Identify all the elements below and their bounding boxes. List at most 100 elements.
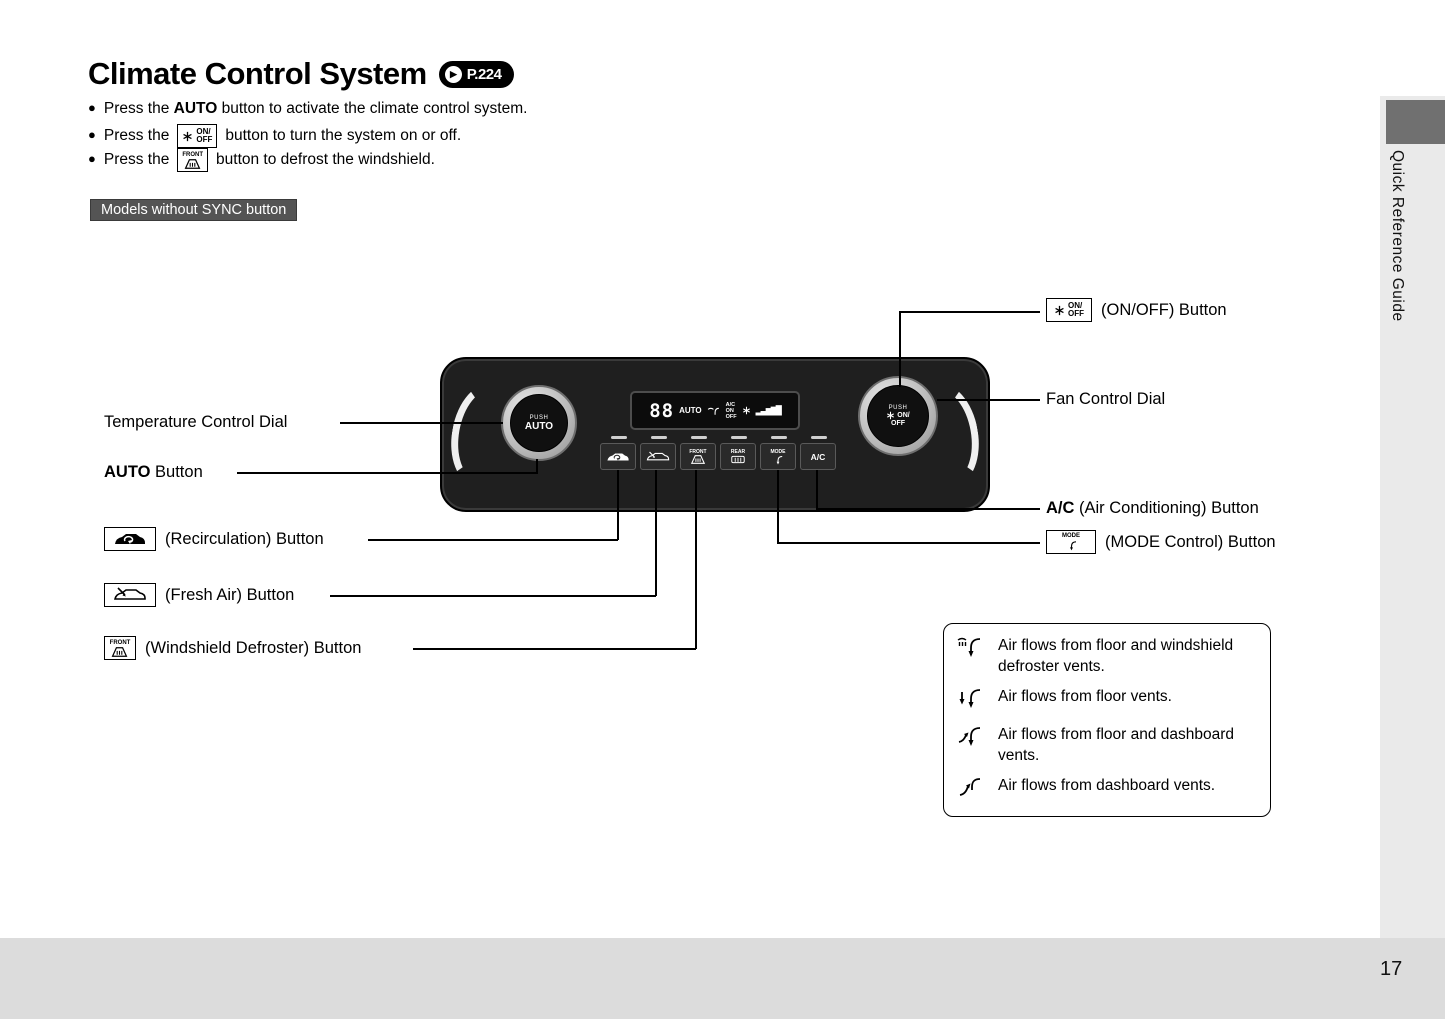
callout-line-temperature xyxy=(340,422,503,424)
label-onoff: (ON/OFF) Button xyxy=(1101,300,1227,319)
bullet-defrost-pre: Press the xyxy=(103,151,170,168)
ac-button-label: A/C xyxy=(810,451,826,462)
page-number: 17 xyxy=(1380,958,1403,980)
display-temperature: 88 xyxy=(649,399,675,422)
mode-button-label: MODE xyxy=(770,448,786,455)
label-ac-button: A/C (Air Conditioning) Button xyxy=(1046,499,1259,517)
front-defrost-button-icon: FRONT xyxy=(177,148,209,172)
dashboard-airflow-icon xyxy=(956,775,990,805)
airflow-text: Air flows from floor and dashboard vents… xyxy=(998,726,1235,765)
callout-line-windshield xyxy=(413,648,696,650)
airflow-text: Air flows from dashboard vents. xyxy=(998,776,1216,794)
fresh-air-icon xyxy=(646,451,670,460)
bullet-dot-icon xyxy=(88,127,96,145)
page-ref-text: P.224 xyxy=(466,65,502,83)
airflow-row: Air flows from floor vents. xyxy=(956,686,1258,716)
fan-icon xyxy=(742,406,750,415)
page-title: Climate Control System P.224 xyxy=(88,56,515,92)
label-fresh-air-row: (Fresh Air) Button xyxy=(104,583,294,607)
front-defrost-button-icon: FRONT xyxy=(104,636,136,660)
sidebar-strip xyxy=(1380,96,1445,1019)
display-airflow-icon xyxy=(707,407,719,415)
airflow-row: Air flows from dashboard vents. xyxy=(956,775,1258,805)
page-ref-arrow-icon xyxy=(444,65,462,83)
callout-line-auto xyxy=(536,459,538,473)
auto-button: PUSH AUTO xyxy=(510,394,568,452)
windshield-defrost-icon xyxy=(112,646,128,657)
rear-defrost-icon xyxy=(731,455,745,464)
display-fan-speed-bars: ▂▃▅▆▇ xyxy=(755,405,782,416)
callout-line-windshield xyxy=(695,470,697,649)
label-windshield: (Windshield Defroster) Button xyxy=(145,638,362,657)
bullet-onoff-pre: Press the xyxy=(103,127,170,144)
fresh-air-icon xyxy=(114,587,146,600)
temperature-control-dial: PUSH AUTO xyxy=(501,385,577,461)
label-onoff-row: ON/OFF (ON/OFF) Button xyxy=(1046,298,1227,322)
floor-dashboard-airflow-icon xyxy=(956,724,990,766)
bullet-defrost: Press the FRONT button to defrost the wi… xyxy=(88,148,435,172)
fan-icon xyxy=(887,411,895,419)
fan-icon xyxy=(183,131,193,141)
callout-line-recirculation xyxy=(617,470,619,540)
footer-band xyxy=(0,938,1445,1019)
callout-line-fan-dial xyxy=(937,399,1040,401)
recirculation-icon xyxy=(115,534,145,544)
dial-on-label: ON/ xyxy=(897,411,910,419)
display-auto-indicator: AUTO xyxy=(679,406,702,415)
callout-line-onoff xyxy=(899,311,901,387)
callout-line-ac xyxy=(816,508,1040,510)
floor-windshield-airflow-icon xyxy=(956,635,990,677)
callout-line-onoff xyxy=(899,311,1040,313)
bullet-onoff: Press the ON/OFF button to turn the syst… xyxy=(88,124,461,148)
airflow-text: Air flows from floor vents. xyxy=(998,687,1172,705)
bullet-auto-text: Press the AUTO button to activate the cl… xyxy=(103,100,528,117)
fan-onoff-button-icon: ON/OFF xyxy=(1046,298,1092,322)
fresh-air-button xyxy=(640,436,676,470)
sidebar-vertical-label: Quick Reference Guide xyxy=(1389,150,1406,322)
fresh-air-button-icon xyxy=(104,583,156,607)
bullet-auto: Press the AUTO button to activate the cl… xyxy=(88,100,528,118)
bullet-dot-icon xyxy=(88,151,96,169)
airflow-row: Air flows from floor and dashboard vents… xyxy=(956,724,1258,766)
recirculation-icon xyxy=(607,452,629,461)
callout-line-mode xyxy=(777,470,779,543)
dial-push-label: PUSH xyxy=(529,414,549,421)
label-fresh-air: (Fresh Air) Button xyxy=(165,585,295,604)
windshield-defrost-icon xyxy=(184,158,201,169)
bullet-onoff-post: button to turn the system on or off. xyxy=(225,127,462,144)
front-defrost-button: FRONT xyxy=(680,436,716,470)
label-recirculation-row: (Recirculation) Button xyxy=(104,527,324,551)
dial-push-label: PUSH xyxy=(888,404,908,411)
mode-airflow-icon xyxy=(776,455,783,465)
bullet-defrost-post: button to defrost the windshield. xyxy=(216,151,435,168)
dial-auto-label: AUTO xyxy=(524,420,554,432)
onoff-button: PUSH ON/ OFF xyxy=(867,385,929,447)
ac-button: A/C xyxy=(800,436,836,470)
mode-button-icon: MODE xyxy=(1046,530,1096,554)
fan-icon xyxy=(1055,305,1064,315)
page-ref-badge: P.224 xyxy=(438,60,515,88)
callout-line-recirculation xyxy=(368,539,618,541)
model-note: Models without SYNC button xyxy=(90,199,298,221)
mode-airflow-icon xyxy=(1069,541,1076,551)
recirculation-button xyxy=(600,436,636,470)
recirculation-button-icon xyxy=(104,527,156,551)
label-recirculation: (Recirculation) Button xyxy=(165,529,324,548)
sidebar-chapter-tab xyxy=(1386,100,1445,144)
label-auto-button: AUTO Button xyxy=(104,463,203,481)
label-fan-dial: Fan Control Dial xyxy=(1046,390,1166,408)
label-mode: (MODE Control) Button xyxy=(1105,532,1276,551)
airflow-legend-box: Air flows from floor and windshield defr… xyxy=(943,623,1271,817)
callout-line-fresh-air xyxy=(330,595,656,597)
bullet-dot-icon xyxy=(88,100,96,118)
dial-off-label: OFF xyxy=(891,419,905,427)
label-mode-row: MODE (MODE Control) Button xyxy=(1046,530,1276,554)
label-temperature-dial: Temperature Control Dial xyxy=(104,413,288,431)
callout-line-mode xyxy=(777,542,1040,544)
callout-line-fresh-air xyxy=(655,470,657,596)
rear-button-label: REAR xyxy=(730,449,746,455)
callout-line-auto xyxy=(237,472,538,474)
front-button-label: FRONT xyxy=(689,449,707,455)
